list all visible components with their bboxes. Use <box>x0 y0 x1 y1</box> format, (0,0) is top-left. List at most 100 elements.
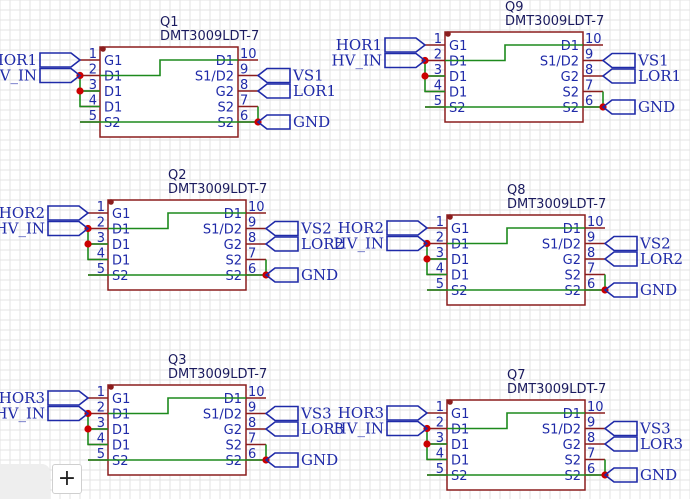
q8-port-lor <box>603 251 638 267</box>
q7-pin-number: 6 <box>587 462 595 477</box>
zoom-in-button[interactable]: + <box>52 464 82 494</box>
q7-port-hv-in-label: HV_IN <box>334 420 384 438</box>
q3-pin-number: 7 <box>248 432 256 447</box>
q8-port-hor-label: HOR2 <box>338 219 384 237</box>
q9-pin-name: D1 <box>449 86 467 101</box>
q1-pin-name: D1 <box>104 101 122 116</box>
q7-pin-name: S2 <box>451 469 468 484</box>
q3-port-vs-label: VS3 <box>300 405 332 423</box>
q3-pin-name: S2 <box>225 454 242 469</box>
q1-pin-name: S2 <box>217 116 234 131</box>
q3-pin-name: S2 <box>112 454 129 469</box>
q3-part-number: DMT3009LDT-7 <box>168 367 267 382</box>
q1-port-lor-label: LOR1 <box>293 82 336 100</box>
q7-pin-name: G2 <box>563 438 581 453</box>
q8-pin-number: 2 <box>436 231 444 246</box>
q3-pin-number: 6 <box>248 447 256 462</box>
q7-pin-number: 7 <box>587 447 595 462</box>
q3-pin-name: D1 <box>112 408 130 423</box>
q1-pin-number: 1 <box>89 47 97 62</box>
q2-pin-name: D1 <box>112 223 130 238</box>
q1-part-number: DMT3009LDT-7 <box>160 29 259 44</box>
q1-pin-number: 6 <box>240 109 248 124</box>
q1-pin-name: D1 <box>216 54 234 69</box>
q8-port-vs <box>603 235 638 252</box>
q7-wire <box>426 428 447 461</box>
q2-pin-number: 7 <box>248 247 256 262</box>
q8-port-hv-in <box>386 235 429 252</box>
q9-pin-number: 10 <box>585 32 602 47</box>
q9-pin-number: 2 <box>434 48 442 63</box>
q8-port-gnd-label: GND <box>640 281 677 299</box>
q9-port-lor <box>601 68 636 84</box>
q2-wire <box>87 228 108 261</box>
q9-pin-number: 7 <box>585 79 593 94</box>
q7-port-hor-label: HOR3 <box>338 404 384 422</box>
q2-port-vs <box>264 220 299 237</box>
q9-port-gnd <box>601 99 636 115</box>
q1-designator: Q1 <box>160 15 179 30</box>
q1-port-hor-label: HOR1 <box>0 51 37 69</box>
q3-port-hv-in-label: HV_IN <box>0 405 45 423</box>
q9-port-hv-in <box>384 52 427 69</box>
q1-pin-number: 9 <box>240 63 248 78</box>
q1-pin-number: 2 <box>89 63 97 78</box>
junction-dot <box>84 425 92 433</box>
q8-pin-name: D1 <box>451 238 469 253</box>
q7-pin-name: D1 <box>451 423 469 438</box>
q7-port-gnd <box>603 467 638 483</box>
q7-pin-name: G1 <box>451 407 469 422</box>
q7-port-vs <box>603 420 638 437</box>
q7-pin-number: 1 <box>436 400 444 415</box>
q9-pin-name: S2 <box>562 86 579 101</box>
q8-pin-name: D1 <box>451 269 469 284</box>
q1-port-vs <box>256 67 291 84</box>
q8-port-hv-in-label: HV_IN <box>334 235 384 253</box>
q8-part-number: DMT3009LDT-7 <box>507 197 606 212</box>
junction-dot <box>421 72 429 80</box>
q9-pin-number: 9 <box>585 48 593 63</box>
q8-pin-name: S1/D2 <box>542 238 581 253</box>
q3-port-vs <box>264 405 299 422</box>
q8-pin-number: 7 <box>587 262 595 277</box>
q8-pin-name: D1 <box>451 253 469 268</box>
q7-pin-name: D1 <box>451 438 469 453</box>
q8-pin-number: 8 <box>587 246 595 261</box>
q8-pin1-marker <box>447 214 453 220</box>
q2-pin-number: 10 <box>248 200 265 215</box>
q7-port-lor-label: LOR3 <box>640 435 683 453</box>
q1-pin-name: S1/D2 <box>195 70 234 85</box>
q9-port-lor-label: LOR1 <box>638 67 681 85</box>
q1-port-gnd <box>256 114 291 130</box>
q8-designator: Q8 <box>507 183 526 198</box>
q3-pin-number: 8 <box>248 416 256 431</box>
q2-port-lor <box>264 236 299 252</box>
q9-pin-name: D1 <box>449 70 467 85</box>
q1-port-lor <box>256 83 291 99</box>
panel-tab[interactable] <box>0 464 50 499</box>
q7-pin-name: S2 <box>564 469 581 484</box>
q7-pin-number: 10 <box>587 400 604 415</box>
q3-wire <box>108 397 246 415</box>
q7-pin-number: 5 <box>436 462 444 477</box>
q9-port-hor <box>384 37 427 53</box>
q8-port-vs-label: VS2 <box>639 235 671 253</box>
q9-wire <box>445 44 583 62</box>
q9-pin-number: 5 <box>434 94 442 109</box>
q3-port-lor-label: LOR3 <box>301 420 344 438</box>
q9-pin-name: D1 <box>449 55 467 70</box>
q7-port-lor <box>603 436 638 452</box>
q9-wire <box>424 60 445 93</box>
q9-port-hor-label: HOR1 <box>336 36 382 54</box>
q2-pin-name: G1 <box>112 207 130 222</box>
q9-pin-number: 3 <box>434 63 442 78</box>
q2-port-hor-label: HOR2 <box>0 204 45 222</box>
q2-pin-name: S2 <box>225 254 242 269</box>
q3-port-gnd <box>264 452 299 468</box>
q1-pin-number: 7 <box>240 94 248 109</box>
q2-port-vs-label: VS2 <box>300 220 332 238</box>
q1-pin-number: 5 <box>89 109 97 124</box>
q9-pin1-marker <box>445 31 451 37</box>
q2-pin-number: 2 <box>97 216 105 231</box>
